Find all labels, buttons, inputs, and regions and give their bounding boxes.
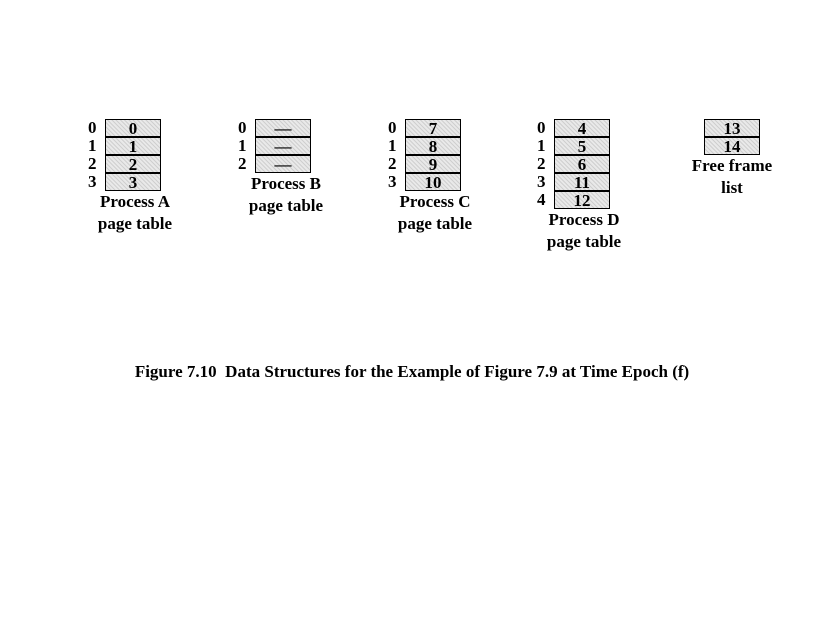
caption-line-2: list	[721, 178, 743, 197]
page-index: 4	[537, 190, 546, 209]
frame-cell: 7	[405, 119, 461, 137]
page-index: 2	[537, 154, 546, 173]
page-index: 2	[238, 154, 247, 173]
caption-line-2: page table	[248, 196, 324, 215]
frame-cell: —	[255, 136, 311, 155]
frame-cell: 5	[554, 136, 610, 155]
free-list-caption: Free frame list	[672, 155, 792, 199]
table-row: 0—	[238, 119, 346, 137]
frame-cell: —	[255, 119, 311, 137]
caption-line-1: Process D	[548, 210, 620, 229]
table-row: 1—	[238, 136, 346, 155]
free-frame-list: 13 14 Free frame list	[692, 119, 792, 199]
frame-cell: 4	[554, 119, 610, 137]
page-index: 1	[537, 136, 546, 155]
frame-cell: 1	[105, 136, 161, 155]
table-row: 3 11	[537, 172, 644, 191]
page-index: 0	[238, 118, 247, 137]
table-row: 4 12	[537, 190, 644, 209]
caption-line-2: page table	[546, 232, 622, 251]
page-index: 1	[88, 136, 97, 155]
frame-cell: 9	[405, 154, 461, 173]
frame-cell: 11	[554, 172, 610, 191]
page-index: 0	[88, 118, 97, 137]
frame-cell: 13	[704, 119, 760, 137]
page-index: 0	[388, 118, 397, 137]
page-index: 3	[388, 172, 397, 191]
caption-line-1: Process A	[99, 192, 171, 211]
frame-cell: 10	[405, 172, 461, 191]
frame-cell: 12	[554, 190, 610, 209]
caption-line-2: page table	[397, 214, 473, 233]
page-index: 2	[88, 154, 97, 173]
page-index: 2	[388, 154, 397, 173]
table-caption: Process C page table	[375, 191, 495, 235]
figure-caption: Figure 7.10 Data Structures for the Exam…	[134, 362, 690, 381]
caption-line-1: Process C	[399, 192, 471, 211]
caption-line-2: page table	[97, 214, 173, 233]
page-index: 3	[537, 172, 546, 191]
frame-cell: —	[255, 154, 311, 173]
caption-line-1: Free frame	[691, 156, 773, 175]
table-caption: Process D page table	[524, 209, 644, 253]
table-caption: Process A page table	[75, 191, 195, 235]
frame-cell: 3	[105, 172, 161, 191]
table-caption: Process B page table	[226, 173, 346, 217]
table-row: 2—	[238, 154, 346, 173]
frame-cell: 6	[554, 154, 610, 173]
frame-cell: 0	[105, 119, 161, 137]
frame-cell: 2	[105, 154, 161, 173]
page-index: 1	[238, 136, 247, 155]
frame-cell: 8	[405, 136, 461, 155]
caption-line-1: Process B	[250, 174, 322, 193]
frame-cell: 14	[704, 136, 760, 155]
table-row: 3 10	[388, 172, 495, 191]
page-index: 3	[88, 172, 97, 191]
process-b-page-table: 0— 1— 2— Process B page table	[238, 119, 346, 217]
page-index: 1	[388, 136, 397, 155]
list-item: 13	[704, 119, 792, 137]
page-index: 0	[537, 118, 546, 137]
list-item: 14	[704, 136, 792, 155]
